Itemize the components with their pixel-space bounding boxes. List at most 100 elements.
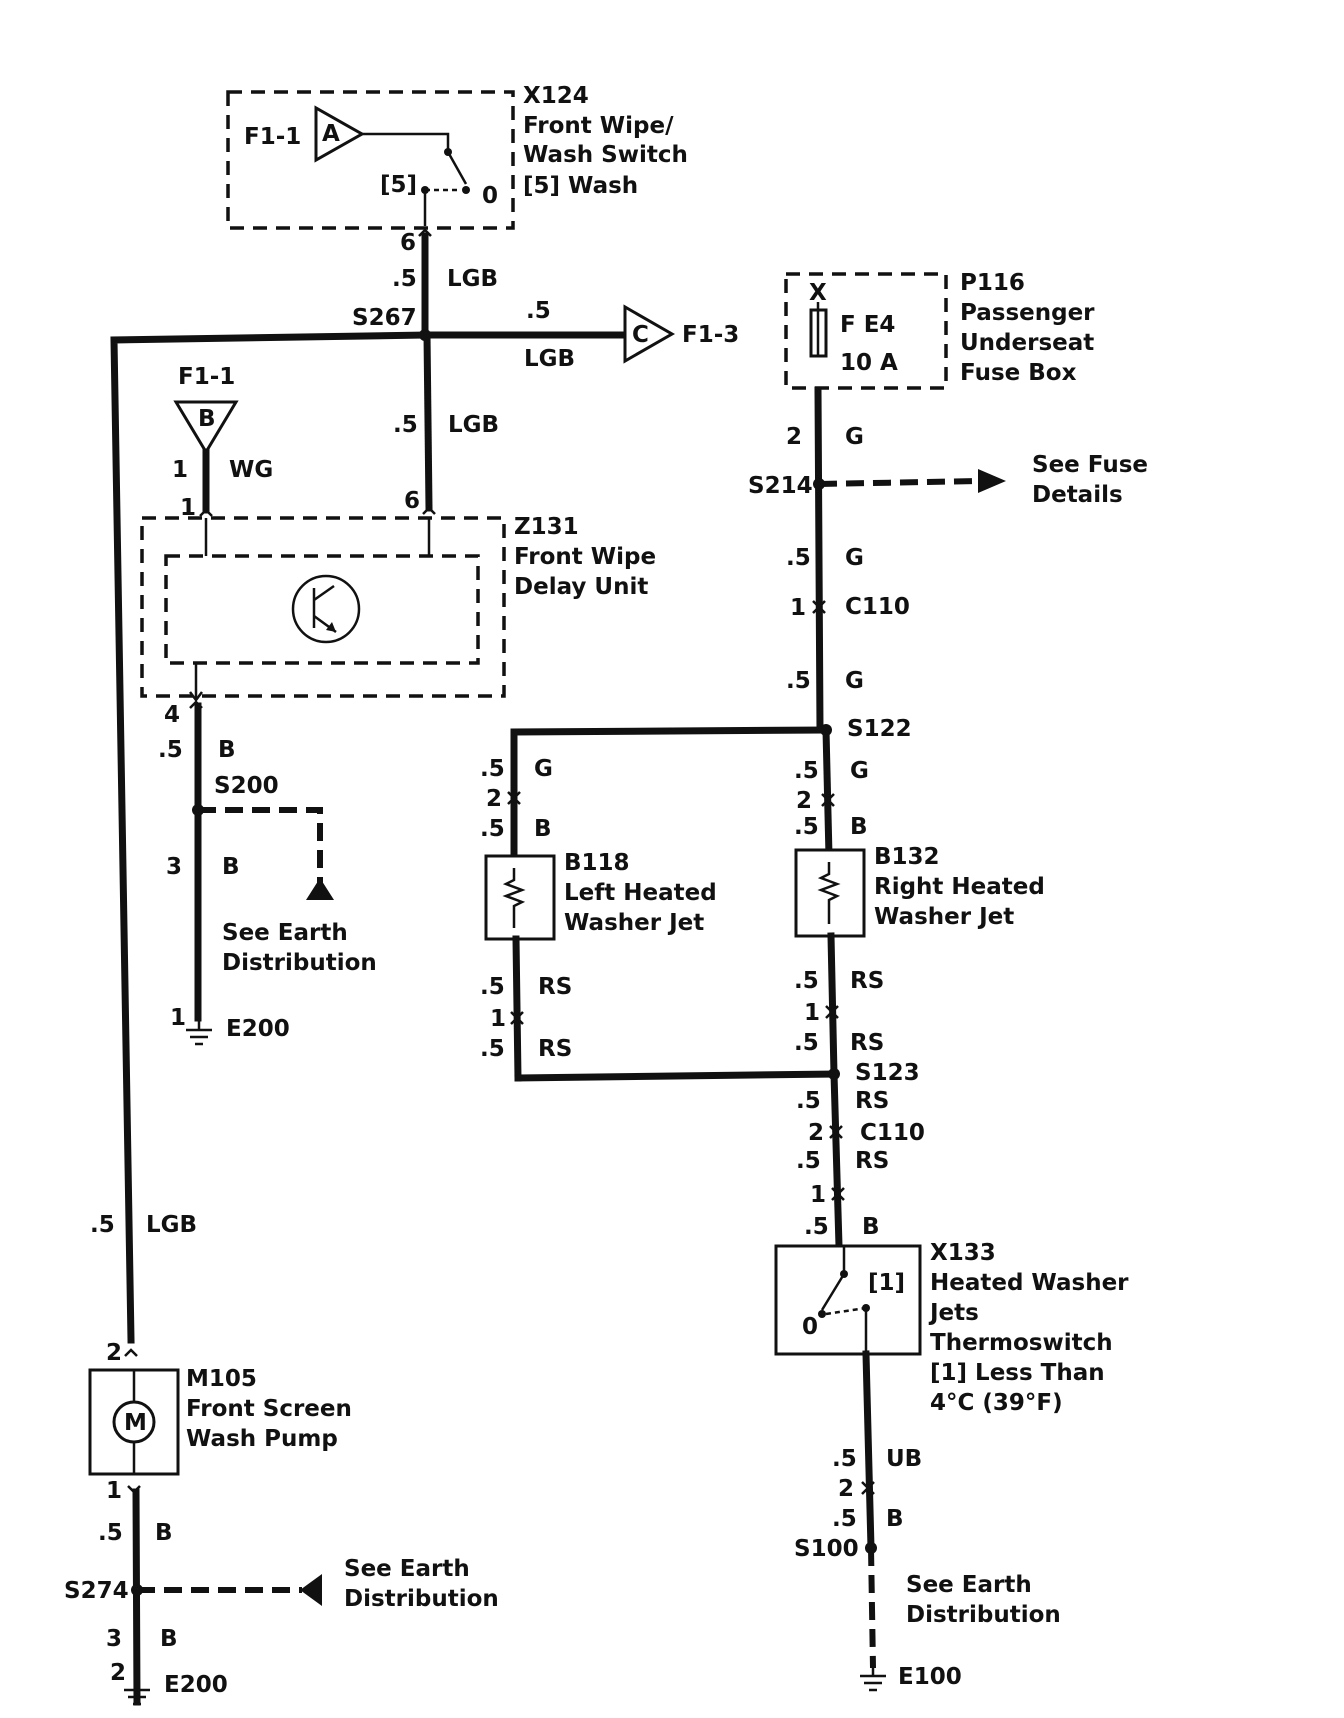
x133-id: X133 xyxy=(930,1240,996,1266)
z131-name-1: Front Wipe xyxy=(514,544,656,570)
svg-text:G: G xyxy=(850,758,869,784)
x133-pos0: 0 xyxy=(802,1314,818,1340)
connector-x133-in xyxy=(831,1187,845,1201)
fuse-name: F E4 xyxy=(840,312,895,338)
motor-label: M xyxy=(124,1410,147,1436)
connector-right-1 xyxy=(825,1005,839,1019)
fuse-details-line2: Details xyxy=(1032,482,1123,508)
svg-text:RS: RS xyxy=(855,1148,889,1174)
b118-id: B118 xyxy=(564,850,630,876)
svg-text:B: B xyxy=(155,1520,173,1546)
feed-c-tag: C xyxy=(632,322,649,348)
svg-text:.5: .5 xyxy=(794,1030,819,1056)
thermo-contact xyxy=(820,1273,846,1311)
b132-name-1: Right Heated xyxy=(874,874,1045,900)
fuse-details-line1: See Fuse xyxy=(1032,452,1148,478)
x133-name-2: Jets xyxy=(928,1300,979,1326)
x124-id: X124 xyxy=(523,83,589,109)
svg-text:RS: RS xyxy=(538,974,572,1000)
svg-text:2: 2 xyxy=(106,1340,122,1366)
wire-x133-s100 xyxy=(862,1350,875,1552)
m105-id: M105 xyxy=(186,1366,257,1392)
f13-label: F1-3 xyxy=(682,322,739,348)
svg-text:.5: .5 xyxy=(796,1088,821,1114)
svg-text:.5: .5 xyxy=(480,1036,505,1062)
fuse-rating: 10 A xyxy=(840,350,898,376)
wire-s267-z131 xyxy=(423,331,433,512)
feed-c-triangle xyxy=(623,304,676,364)
z131-name-2: Delay Unit xyxy=(514,574,648,600)
connector-right-2 xyxy=(821,793,835,807)
s122-label: S122 xyxy=(847,716,912,742)
svg-text:1: 1 xyxy=(490,1006,506,1032)
z131-boundary xyxy=(140,516,506,698)
x133-name-1: Heated Washer xyxy=(930,1270,1129,1296)
b118-name-1: Left Heated xyxy=(564,880,717,906)
b132-heated-jet: B132 Right Heated Washer Jet xyxy=(794,844,1045,938)
svg-text:2: 2 xyxy=(838,1476,854,1502)
svg-text:.5: .5 xyxy=(832,1446,857,1472)
c110-a-label: C110 xyxy=(845,594,910,620)
wire-s100-e100 xyxy=(868,1547,876,1669)
x133-pos1: [1] xyxy=(868,1270,905,1296)
x124-pos5: [5] xyxy=(380,172,417,198)
wire-pump-e200 xyxy=(132,1488,141,1706)
e200-bottom-label: E200 xyxy=(164,1672,228,1698)
svg-text:.5: .5 xyxy=(794,758,819,784)
earth-ref-1-line2: Distribution xyxy=(222,950,377,976)
x124-name-2: Wash Switch xyxy=(523,142,688,168)
z131-inner xyxy=(164,554,480,665)
feed-a-triangle xyxy=(314,105,366,163)
x124-pin: 6 xyxy=(400,230,416,256)
s267-label: S267 xyxy=(352,305,417,331)
svg-text:B: B xyxy=(862,1214,880,1240)
svg-text:3: 3 xyxy=(166,854,182,880)
svg-text:G: G xyxy=(845,424,864,450)
z131-pin4: 4 xyxy=(164,702,180,728)
s200-label: S200 xyxy=(214,773,279,799)
p116-boundary xyxy=(784,272,948,390)
svg-text:.5: .5 xyxy=(158,737,183,763)
transistor-icon xyxy=(291,574,361,644)
s214-label: S214 xyxy=(748,473,813,499)
wire-s122-left xyxy=(510,726,830,860)
s123-label: S123 xyxy=(855,1060,920,1086)
p116-name-3: Fuse Box xyxy=(960,360,1077,386)
wire-b132-s123 xyxy=(827,932,838,1078)
b118-box xyxy=(484,854,556,941)
e200-top-label: E200 xyxy=(226,1016,290,1042)
fuse-details-arrow xyxy=(978,469,1006,493)
wire-p116-s122 xyxy=(814,386,824,734)
svg-text:.5: .5 xyxy=(526,298,551,324)
x124-boundary xyxy=(226,90,515,230)
svg-text:G: G xyxy=(534,756,553,782)
svg-text:.5: .5 xyxy=(796,1148,821,1174)
earth-ref-3-line2: Distribution xyxy=(906,1602,1061,1628)
earth-ref-1-line1: See Earth xyxy=(222,920,348,946)
svg-text:1: 1 xyxy=(106,1478,122,1504)
b118-name-2: Washer Jet xyxy=(564,910,704,936)
b132-id: B132 xyxy=(874,844,940,870)
svg-text:RS: RS xyxy=(538,1036,572,1062)
connector-left-1 xyxy=(510,1011,524,1025)
feed-b-tag: B xyxy=(198,406,216,432)
svg-text:.5: .5 xyxy=(794,814,819,840)
ground-icon-e100 xyxy=(860,1668,886,1692)
svg-text:2: 2 xyxy=(808,1120,824,1146)
svg-text:.5: .5 xyxy=(393,412,418,438)
svg-text:B: B xyxy=(534,816,552,842)
feed-b-label: F1-1 xyxy=(178,364,235,390)
svg-text:LGB: LGB xyxy=(146,1212,197,1238)
svg-text:.5: .5 xyxy=(392,266,417,292)
earth-arrow-2 xyxy=(300,1574,322,1606)
svg-text:B: B xyxy=(218,737,236,763)
svg-text:.5: .5 xyxy=(480,816,505,842)
svg-text:.5: .5 xyxy=(90,1212,115,1238)
m105-name-2: Wash Pump xyxy=(186,1426,338,1452)
ground-icon-e200-bottom xyxy=(124,1688,150,1706)
svg-text:.5: .5 xyxy=(480,974,505,1000)
wire-s122-right xyxy=(822,726,833,860)
b132-name-2: Washer Jet xyxy=(874,904,1014,930)
x124-state: [5] Wash xyxy=(523,173,638,199)
x133-box xyxy=(774,1244,922,1356)
